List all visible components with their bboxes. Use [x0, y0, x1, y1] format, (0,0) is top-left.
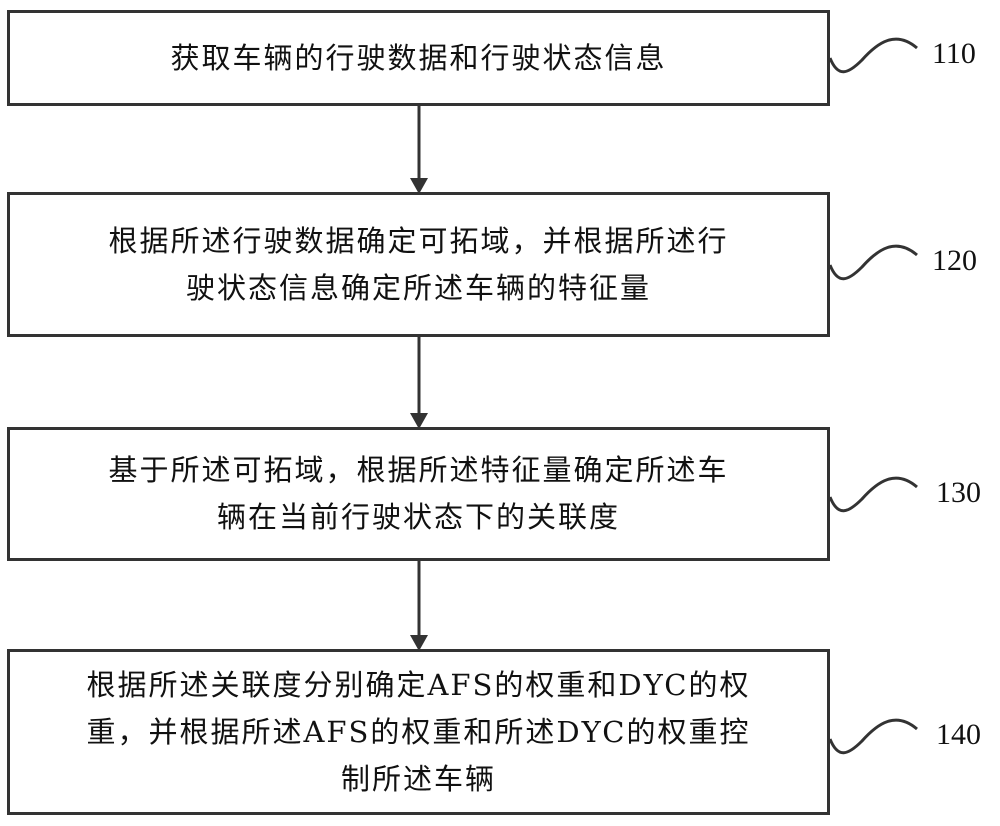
step-label-140: 140	[936, 718, 981, 751]
step-text-line: 根据所述行驶数据确定可拓域，并根据所述行	[108, 223, 729, 258]
step-text-line: 制所述车辆	[340, 761, 496, 796]
arrow-120-to-130	[410, 337, 428, 429]
leader-squiggle-140	[828, 718, 918, 755]
step-text-line: 辆在当前行驶状态下的关联度	[216, 500, 620, 534]
leader-squiggle-120	[828, 244, 918, 281]
step-label-130: 130	[936, 476, 981, 509]
step-text-line: 重，并根据所述AFS的权重和所述DYC的权重控	[86, 714, 751, 749]
step-text-line: 根据所述关联度分别确定AFS的权重和DYC的权	[86, 667, 751, 702]
step-text-line: 驶状态信息确定所述车辆的特征量	[185, 270, 651, 305]
step-label-120: 120	[932, 244, 977, 277]
step-text-120: 根据所述行驶数据确定可拓域，并根据所述行 驶状态信息确定所述车辆的特征量	[24, 218, 814, 312]
step-text-130: 基于所述可拓域，根据所述特征量确定所述车 辆在当前行驶状态下的关联度	[24, 447, 814, 541]
step-box-120: 根据所述行驶数据确定可拓域，并根据所述行 驶状态信息确定所述车辆的特征量	[7, 192, 830, 337]
step-text-140: 根据所述关联度分别确定AFS的权重和DYC的权 重，并根据所述AFS的权重和所述…	[24, 662, 814, 803]
step-text-line: 基于所述可拓域，根据所述特征量确定所述车	[108, 453, 729, 487]
leader-squiggle-110	[828, 37, 918, 74]
step-box-130: 基于所述可拓域，根据所述特征量确定所述车 辆在当前行驶状态下的关联度	[7, 427, 830, 561]
arrow-130-to-140	[410, 561, 428, 651]
arrow-110-to-120	[410, 106, 428, 194]
step-label-110: 110	[932, 37, 976, 70]
step-text-110: 获取车辆的行驶数据和行驶状态信息	[24, 35, 814, 82]
step-text-line: 获取车辆的行驶数据和行驶状态信息	[170, 40, 667, 75]
step-box-140: 根据所述关联度分别确定AFS的权重和DYC的权 重，并根据所述AFS的权重和所述…	[7, 649, 830, 815]
step-box-110: 获取车辆的行驶数据和行驶状态信息	[7, 10, 830, 106]
leader-squiggle-130	[828, 476, 918, 513]
